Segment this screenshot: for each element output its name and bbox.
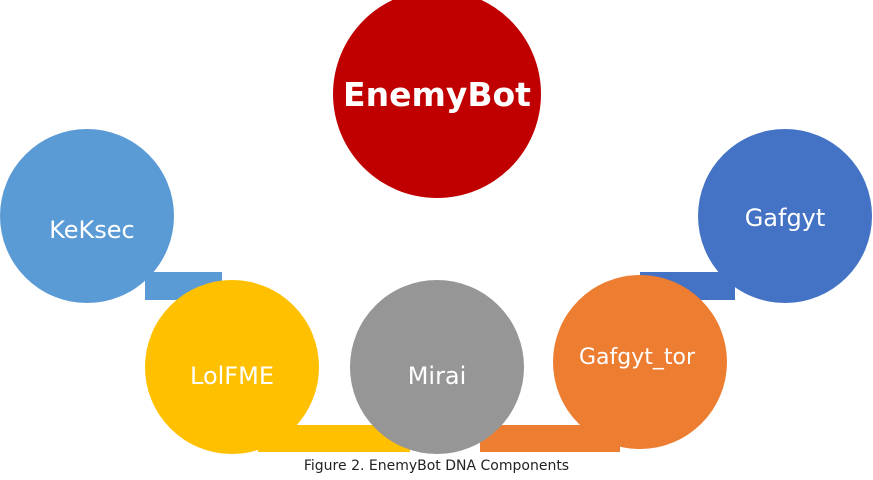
gafgyt-node [698, 129, 872, 303]
dna-components-diagram: KeKsec Gafgyt LolFME Mirai Gafgyt_tor En… [0, 0, 872, 454]
gafgyt-label: Gafgyt [745, 204, 826, 232]
keksec-label: KeKsec [49, 216, 135, 244]
mirai-label: Mirai [408, 362, 467, 390]
figure-caption: Figure 2. EnemyBot DNA Components [303, 458, 570, 474]
lolfme-node [145, 280, 319, 454]
gafgyt-tor-label: Gafgyt_tor [579, 345, 696, 370]
gafgyt-tor-connector [480, 425, 620, 452]
enemybot-label: EnemyBot [343, 75, 531, 114]
mirai-node [350, 280, 524, 454]
gafgyt-tor-node [553, 275, 727, 449]
lolfme-label: LolFME [190, 362, 274, 390]
enemybot-node [333, 0, 541, 198]
keksec-node [0, 129, 174, 303]
lolfme-connector [258, 425, 410, 452]
